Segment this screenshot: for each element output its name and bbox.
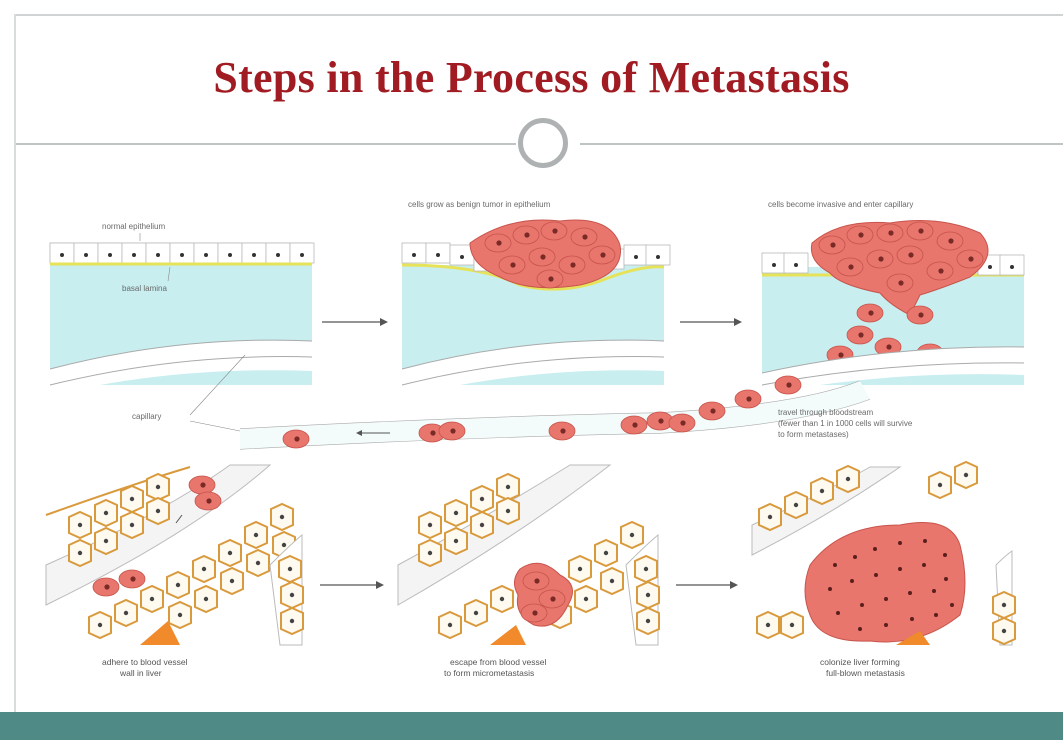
frame-top-border [14, 14, 1063, 16]
metastasis-diagram: normal epithelium basal lamina [40, 185, 1030, 690]
panel-adhere: adhere to blood vessel wall in liver [46, 465, 308, 678]
panel-invasive-tumor: cells become invasive and enter capillar… [762, 200, 1024, 385]
full-metastasis [805, 523, 965, 642]
caption-adhere-line-2: wall in liver [119, 668, 162, 678]
label-invasive-tumor: cells become invasive and enter capillar… [768, 200, 913, 209]
caption-escape-line-1: escape from blood vessel [450, 657, 546, 667]
arrow-step-1 [322, 318, 388, 326]
caption-bloodstream-line-2: (fewer than 1 in 1000 cells will survive [778, 419, 913, 428]
divider-right [580, 143, 1063, 145]
panel-normal-epithelium: normal epithelium basal lamina [50, 222, 314, 385]
arrow-step-3 [320, 581, 384, 589]
divider-left [16, 143, 516, 145]
label-normal-epithelium: normal epithelium [102, 222, 165, 231]
caption-bloodstream-line-3: to form metastases) [778, 430, 849, 439]
arrow-step-4 [676, 581, 738, 589]
panel-benign-tumor: cells grow as benign tumor in epithelium [402, 200, 670, 385]
label-capillary: capillary [132, 412, 161, 421]
caption-adhere-line-1: adhere to blood vessel [102, 657, 188, 667]
footer-bar [0, 712, 1063, 740]
panel-escape: escape from blood vessel to form microme… [398, 465, 659, 678]
panel-colonize: colonize liver forming full-blown metast… [752, 462, 1015, 678]
caption-colonize-line-1: colonize liver forming [820, 657, 900, 667]
caption-bloodstream-line-1: travel through bloodstream [778, 408, 874, 417]
label-basal-lamina: basal lamina [122, 284, 167, 293]
caption-colonize-line-2: full-blown metastasis [826, 668, 905, 678]
frame-left-border [14, 14, 16, 714]
slide-title: Steps in the Process of Metastasis [0, 52, 1063, 103]
caption-escape-line-2: to form micrometastasis [444, 668, 534, 678]
divider-ring-icon [518, 118, 568, 168]
label-benign-tumor: cells grow as benign tumor in epithelium [408, 200, 551, 209]
arrow-step-2 [680, 318, 742, 326]
